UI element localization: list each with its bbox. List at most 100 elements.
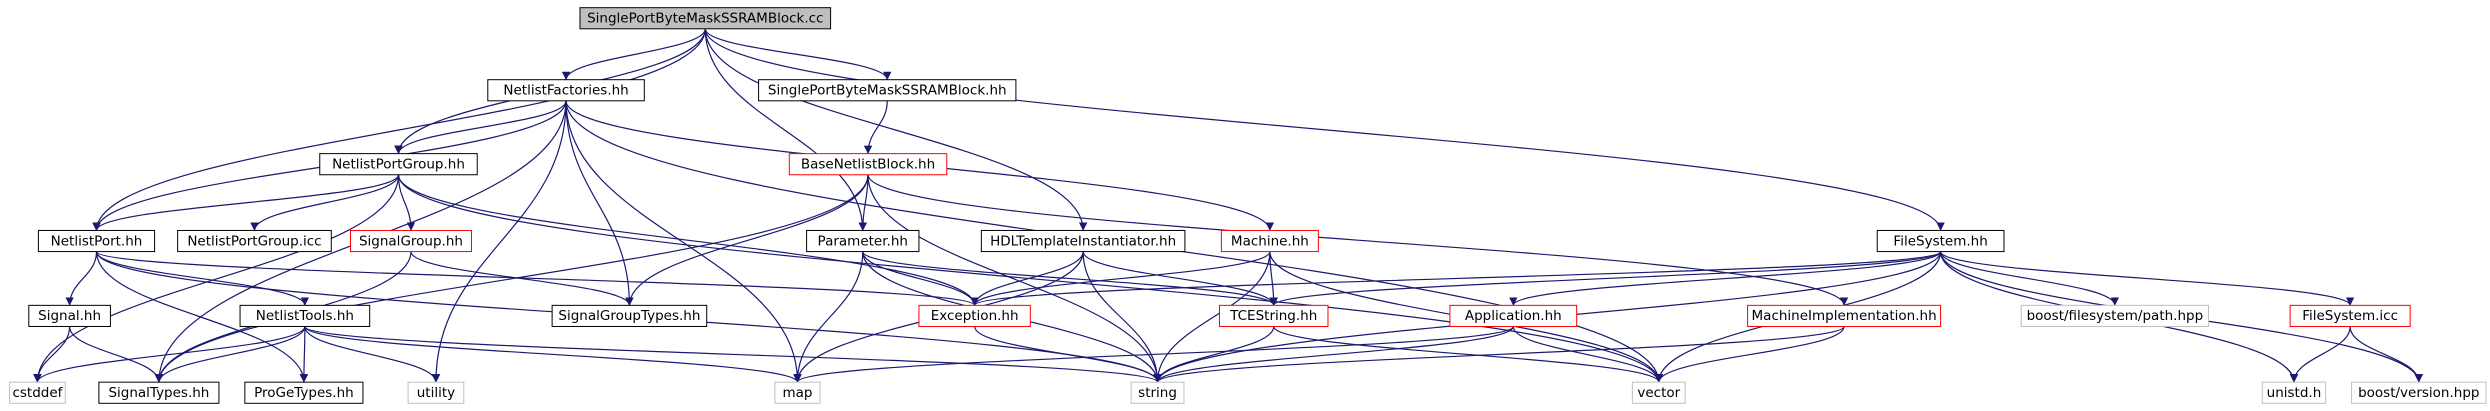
edge-bnb-to-st — [154, 174, 869, 383]
node-filesystem-hh[interactable]: FileSystem.hh — [1876, 229, 2005, 253]
node-label: string — [1138, 385, 1177, 401]
node-exception-hh[interactable]: Exception.hh — [918, 304, 1031, 327]
node-boost-version-hpp[interactable]: boost/version.hpp — [2351, 381, 2487, 404]
edge-np-to-sig — [65, 251, 98, 306]
node-string[interactable]: string — [1130, 381, 1185, 404]
node-label: NetlistTools.hh — [256, 308, 354, 324]
edge-np-to-nt — [95, 251, 310, 306]
edge-nt-to-map — [304, 325, 802, 383]
edge-npg-to-cstddef — [33, 174, 400, 383]
node-signal-hh[interactable]: Signal.hh — [28, 304, 111, 327]
node-label: Exception.hh — [931, 308, 1019, 324]
node-filesystem-icc[interactable]: FileSystem.icc — [2289, 304, 2411, 327]
edge-mach-to-string — [1153, 251, 1271, 383]
node-box — [177, 229, 332, 253]
node-label: SinglePortByteMaskSSRAMBlock.hh — [768, 83, 1007, 99]
node-singleportbytemaskssramblock-cc[interactable]: SinglePortByteMaskSSRAMBlock.cc — [579, 7, 832, 30]
edge-npg-to-sg — [397, 174, 416, 231]
node-label: NetlistFactories.hh — [503, 83, 628, 99]
node-box — [758, 79, 1017, 102]
edge-fs-to-app — [1509, 251, 1942, 306]
node-progetypes-hh[interactable]: ProGeTypes.hh — [244, 381, 364, 404]
edge-root-to-np — [92, 28, 706, 231]
edge-fs-to-bpath — [1940, 251, 2120, 306]
node-label: Signal.hh — [38, 308, 101, 324]
node-utility[interactable]: utility — [407, 381, 465, 404]
edge-npg-to-exc — [397, 174, 979, 306]
node-netlisttools-hh[interactable]: NetlistTools.hh — [239, 304, 371, 327]
node-application-hh[interactable]: Application.hh — [1449, 304, 1578, 327]
node-boost-filesystem-path-hpp[interactable]: boost/filesystem/path.hpp — [2020, 304, 2209, 327]
node-label: map — [782, 385, 812, 401]
node-box — [37, 229, 156, 253]
node-parameter-hh[interactable]: Parameter.hh — [806, 229, 920, 253]
edge-nt-to-utility — [304, 326, 441, 383]
node-machineimplementation-hh[interactable]: MachineImplementation.hh — [1747, 304, 1942, 327]
node-netlistport-hh[interactable]: NetlistPort.hh — [37, 229, 156, 253]
edge-nt-to-st — [154, 326, 306, 383]
edge-sph-to-bnb — [863, 100, 888, 155]
node-netlistportgroup-icc[interactable]: NetlistPortGroup.icc — [177, 229, 332, 253]
edge-hdl-to-tce — [1082, 251, 1278, 306]
node-label: FileSystem.icc — [2302, 308, 2398, 324]
node-label: Machine.hh — [1231, 233, 1309, 249]
node-box — [1631, 381, 1686, 404]
node-signalgrouptypes-hh[interactable]: SignalGroupTypes.hh — [551, 304, 708, 327]
node-hdltemplateinstantiator-hh[interactable]: HDLTemplateInstantiator.hh — [980, 229, 1186, 253]
edge-param-to-map — [793, 251, 864, 383]
node-tcestring-hh[interactable]: TCEString.hh — [1218, 304, 1329, 327]
node-netlistportgroup-hh[interactable]: NetlistPortGroup.hh — [319, 153, 478, 176]
node-label: vector — [1637, 385, 1680, 401]
node-machine-hh[interactable]: Machine.hh — [1220, 229, 1319, 253]
node-box — [239, 304, 371, 327]
node-signalgroup-hh[interactable]: SignalGroup.hh — [349, 229, 472, 253]
node-box — [806, 229, 920, 253]
node-box — [1220, 229, 1319, 253]
node-netlistfactories-hh[interactable]: NetlistFactories.hh — [487, 79, 645, 102]
node-cstddef[interactable]: cstddef — [9, 381, 66, 404]
node-box — [1449, 304, 1578, 327]
edge-root-to-fs — [704, 28, 1945, 231]
node-label: NetlistPortGroup.hh — [332, 157, 465, 173]
edge-exc-to-string — [974, 326, 1162, 383]
node-unistd-h[interactable]: unistd.h — [2261, 381, 2327, 404]
edge-nt-to-string — [304, 325, 1162, 383]
edge-tce-to-vector — [1273, 326, 1663, 383]
edge-fs-to-exc — [970, 251, 1942, 306]
node-box — [980, 229, 1186, 253]
edge-sg-to-sgt — [410, 251, 634, 306]
node-map[interactable]: map — [774, 381, 821, 404]
edge-bnb-to-sgt — [625, 174, 869, 306]
node-box — [487, 79, 645, 102]
node-box — [244, 381, 364, 404]
node-label: NetlistPort.hh — [51, 233, 143, 249]
edge-nf-to-sgt — [565, 100, 634, 306]
edge-bnb-to-mimpl — [867, 174, 1849, 306]
edge-param-to-exc — [862, 251, 979, 306]
node-vector[interactable]: vector — [1631, 381, 1686, 404]
edge-fs-to-fsicc — [1940, 251, 2355, 306]
node-box — [2351, 381, 2487, 404]
node-label: cstddef — [12, 385, 63, 401]
edge-nt-to-cstddef — [33, 326, 306, 383]
node-label: NetlistPortGroup.icc — [187, 233, 321, 249]
node-box — [319, 153, 478, 176]
node-box — [407, 381, 465, 404]
node-label: MachineImplementation.hh — [1752, 308, 1937, 324]
edge-nt-to-pgt — [299, 326, 309, 383]
node-box — [1218, 304, 1329, 327]
edge-nf-to-utility — [431, 100, 567, 383]
node-basenetlistblock-hh[interactable]: BaseNetlistBlock.hh — [788, 153, 948, 176]
edge-bnb-to-string — [867, 174, 1162, 383]
node-box — [774, 381, 821, 404]
node-signaltypes-hh[interactable]: SignalTypes.hh — [98, 381, 220, 404]
node-box — [9, 381, 66, 404]
node-label: SinglePortByteMaskSSRAMBlock.cc — [587, 11, 823, 27]
node-singleportbytemaskssramblock-hh[interactable]: SinglePortByteMaskSSRAMBlock.hh — [758, 79, 1017, 102]
node-box — [98, 381, 220, 404]
node-label: utility — [417, 385, 455, 401]
edge-tce-to-string — [1153, 326, 1275, 383]
node-label: Parameter.hh — [818, 233, 908, 249]
edge-hdl-to-string — [1082, 251, 1162, 383]
edge-nf-to-npg — [394, 100, 567, 155]
